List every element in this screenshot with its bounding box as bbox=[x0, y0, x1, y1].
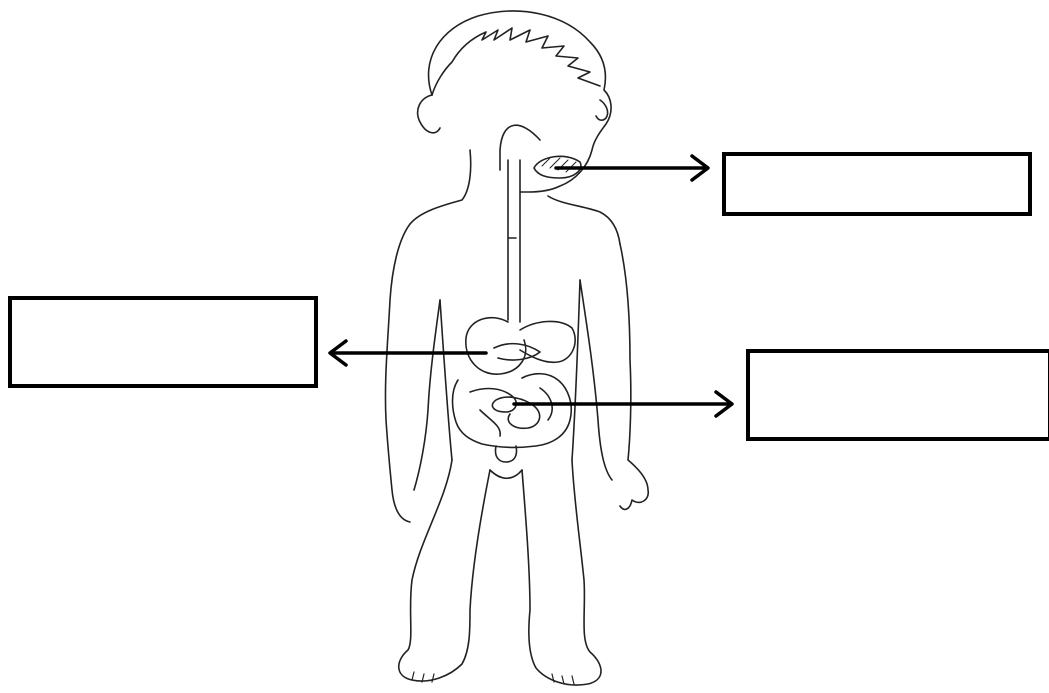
crotch bbox=[490, 470, 522, 478]
left-arm-outer bbox=[385, 224, 410, 522]
right-arm-inner bbox=[580, 280, 612, 480]
left-arm-inner bbox=[414, 300, 440, 490]
stomach bbox=[466, 318, 526, 375]
label-box-stomach[interactable] bbox=[8, 296, 318, 388]
rectum bbox=[495, 446, 516, 462]
left-leg bbox=[399, 460, 490, 681]
arrow-to-intestine bbox=[514, 392, 732, 416]
torso-left bbox=[440, 300, 452, 460]
hair-spikes bbox=[432, 28, 600, 95]
tongue-hatch bbox=[542, 158, 576, 172]
label-box-intestine[interactable] bbox=[746, 349, 1049, 441]
face-right bbox=[596, 100, 608, 120]
arrow-to-stomach bbox=[330, 341, 486, 365]
neck-left bbox=[410, 150, 471, 224]
neck-right bbox=[548, 196, 620, 244]
torso-right bbox=[572, 280, 580, 460]
esophagus bbox=[500, 125, 540, 322]
small-intestine bbox=[470, 388, 552, 436]
arrow-to-mouth bbox=[556, 156, 708, 180]
ear bbox=[418, 95, 440, 133]
right-arm-outer bbox=[620, 244, 648, 509]
liver bbox=[520, 321, 575, 362]
label-box-mouth[interactable] bbox=[722, 152, 1032, 216]
right-leg bbox=[522, 460, 601, 685]
